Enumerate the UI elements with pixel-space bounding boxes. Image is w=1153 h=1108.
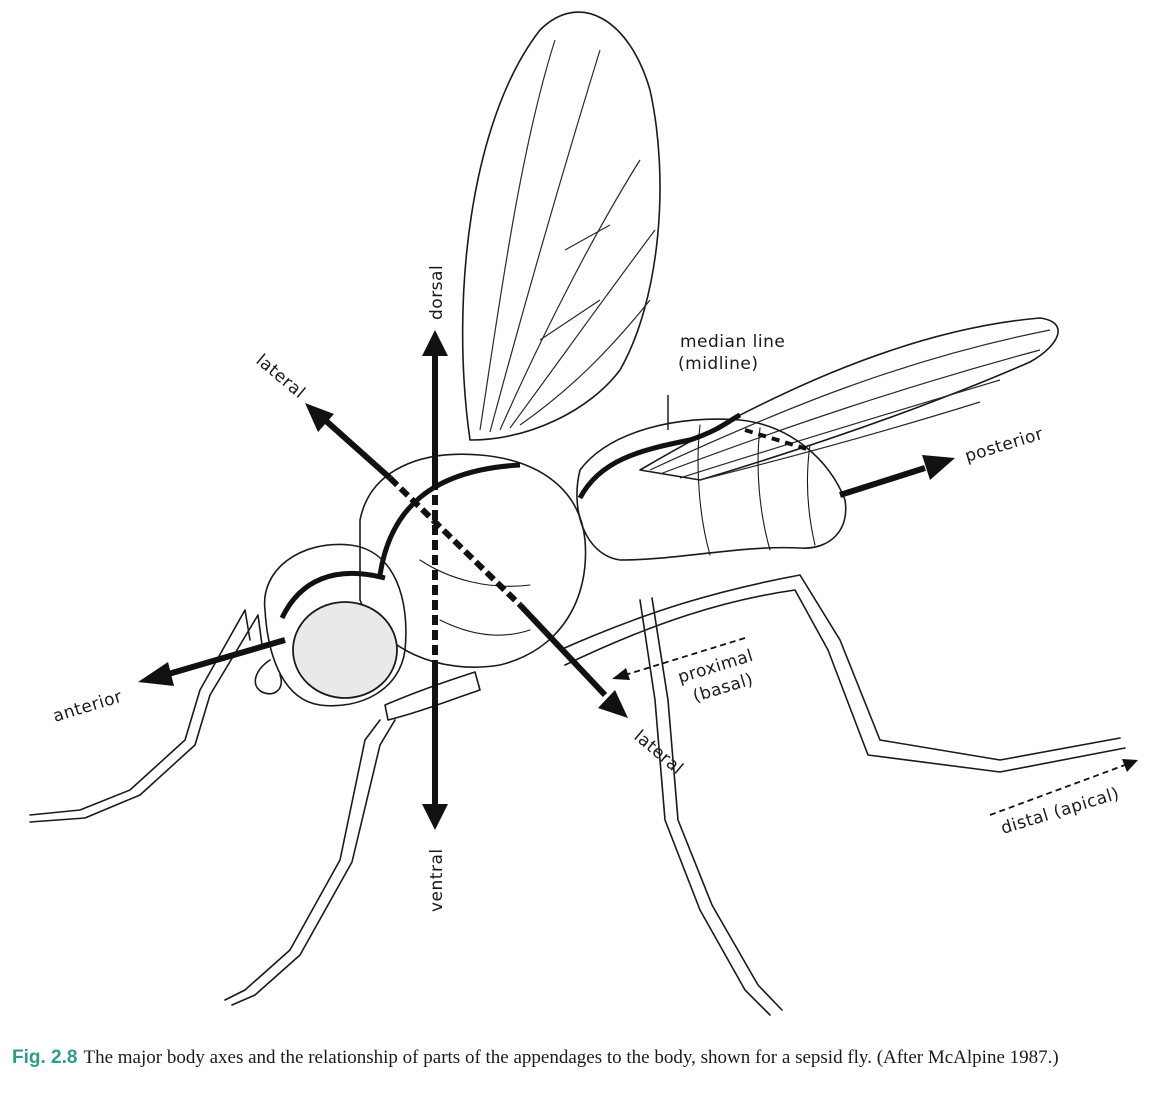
upper-wing bbox=[461, 11, 661, 441]
distal-arrow bbox=[989, 759, 1138, 816]
anterior-axis bbox=[138, 637, 286, 686]
anterior-arrowhead bbox=[138, 662, 174, 686]
ventral-arrowhead bbox=[422, 804, 448, 830]
fly-body bbox=[254, 418, 847, 707]
dorsal-ventral-axis bbox=[422, 330, 448, 830]
label-ventral: ventral bbox=[427, 848, 447, 912]
proximal-arrow bbox=[612, 637, 746, 680]
label-median-line: median line bbox=[680, 332, 785, 352]
figure-number: Fig. 2.8 bbox=[12, 1047, 78, 1068]
compound-eye bbox=[292, 601, 398, 699]
legs bbox=[29, 574, 1126, 1016]
label-anterior: anterior bbox=[51, 687, 125, 727]
label-lateral-upper: lateral bbox=[252, 351, 309, 404]
lower-wing bbox=[639, 317, 1059, 481]
lateral-lower-arrowhead bbox=[598, 690, 628, 718]
posterior-arrowhead bbox=[922, 455, 955, 480]
label-midline: (midline) bbox=[678, 354, 759, 374]
label-dorsal: dorsal bbox=[427, 265, 447, 320]
posterior-axis bbox=[839, 455, 955, 498]
fly-body-axes-diagram: dorsal ventral lateral lateral anterior … bbox=[29, 11, 1138, 1016]
caption-text: The major body axes and the relationship… bbox=[83, 1047, 1059, 1068]
label-distal: distal (apical) bbox=[999, 784, 1122, 839]
dorsal-arrowhead bbox=[422, 330, 448, 356]
lateral-upper-arrowhead bbox=[305, 403, 334, 432]
lateral-axis bbox=[305, 403, 628, 718]
label-posterior: posterior bbox=[963, 424, 1046, 467]
median-line-curve bbox=[279, 395, 811, 620]
